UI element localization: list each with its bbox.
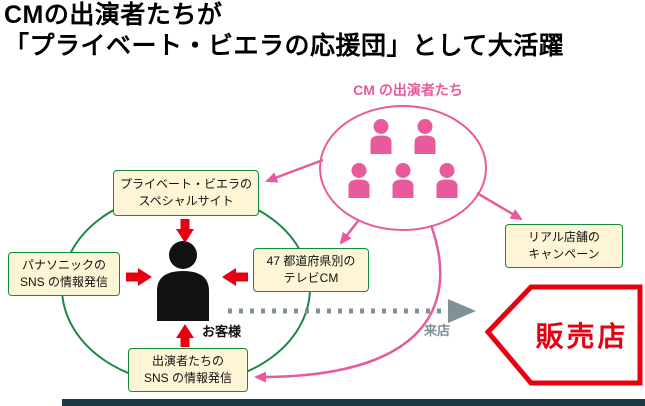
arrow-cast-to-special-site [265,158,324,183]
visit-label: 来店 [424,323,451,338]
customer-label: お客様 [202,324,242,339]
cast-person-icon [436,163,458,198]
visit-arrowhead-icon [448,299,476,323]
cast-person-icon [348,163,370,198]
box-panasonic-sns: パナソニックの SNS の情報発信 [8,252,120,296]
arrow-cast-to-store-campaign [476,191,523,221]
box-performers-sns: 出演者たちの SNS の情報発信 [128,348,248,392]
page-title: CMの出演者たちが 「プライベート・ビエラの応援団」として大活躍 [4,0,564,61]
box-special-site: プライベート・ビエラの スペシャルサイト [113,170,259,216]
box-store-campaign: リアル店舗の キャンペーン [505,224,623,268]
arrow-panasonic-to-customer [126,268,152,286]
customer-icon [157,241,209,321]
title-line-1: CMの出演者たちが [4,1,223,29]
arrow-performers-to-customer [176,324,194,347]
cast-person-icon [370,119,392,154]
store-shape [484,284,643,386]
bottom-bar [62,399,645,406]
arrow-cast-to-performers-sns [254,224,442,383]
cast-people-group [348,119,458,198]
box-tv-cm: 47 都道府県別の テレビCM [253,248,369,292]
cast-person-icon [414,119,436,154]
arrow-cast-to-tv-cm [339,220,359,245]
arrow-site-to-customer [176,219,194,243]
arrow-tvcm-to-customer [222,268,248,286]
cast-person-icon [392,163,414,198]
cast-group-label: CM の出演者たち [353,82,463,98]
store-label: 販売店 [535,321,629,352]
title-line-2: 「プライベート・ビエラの応援団」として大活躍 [4,31,565,60]
